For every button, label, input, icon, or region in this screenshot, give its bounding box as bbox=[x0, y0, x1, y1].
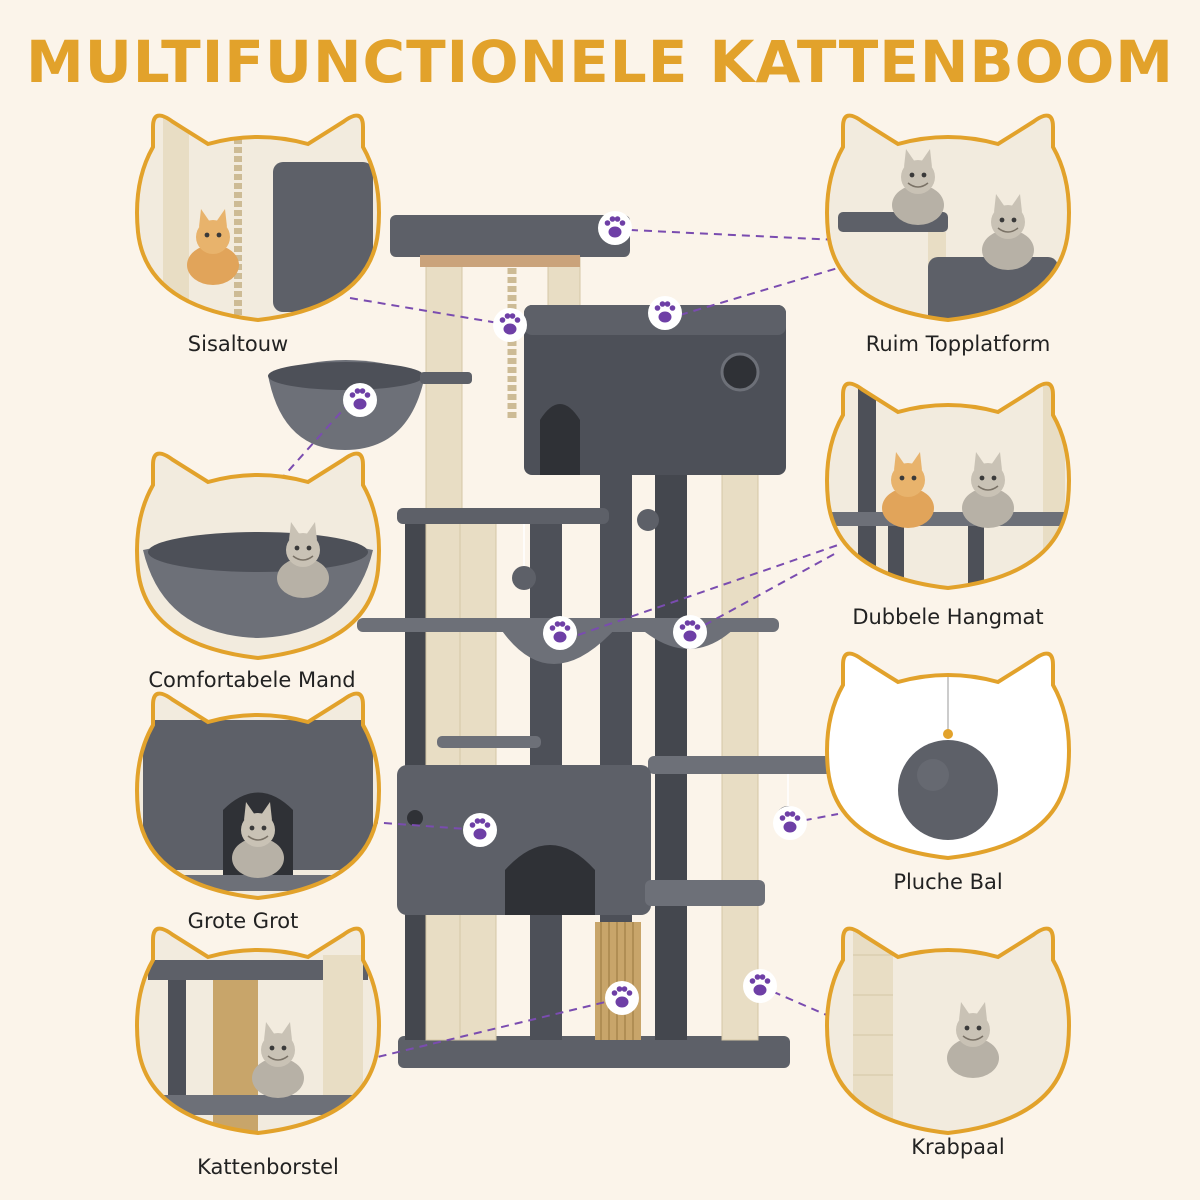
connector-lines bbox=[281, 229, 839, 1061]
hammock-frame bbox=[825, 381, 1071, 590]
top-platform-frame bbox=[825, 113, 1071, 322]
page-title: MULTIFUNCTIONELE KATTENBOOM bbox=[25, 28, 1174, 96]
tree-base bbox=[398, 1036, 790, 1068]
sisal-post bbox=[721, 469, 759, 1041]
top-platform bbox=[390, 215, 630, 257]
paw-icon bbox=[543, 616, 577, 650]
label-dubbele-hangmat: Dubbele Hangmat bbox=[852, 605, 1044, 629]
paw-icon bbox=[463, 813, 497, 847]
tree-post bbox=[655, 470, 687, 1040]
paw-icon bbox=[773, 806, 807, 840]
cave-frame bbox=[135, 691, 381, 900]
label-grote-grot: Grote Grot bbox=[187, 909, 299, 933]
cat-tree bbox=[268, 215, 836, 1068]
rope-frame bbox=[135, 113, 381, 322]
paw-icon bbox=[605, 981, 639, 1015]
cat-brush bbox=[595, 922, 641, 1040]
paw-icon bbox=[598, 211, 632, 245]
label-comfortabele-mand: Comfortabele Mand bbox=[148, 668, 356, 692]
paw-icon bbox=[673, 615, 707, 649]
top-platform-wood bbox=[420, 255, 580, 267]
label-kattenborstel: Kattenborstel bbox=[197, 1155, 339, 1179]
label-sisaltouw: Sisaltouw bbox=[187, 332, 289, 356]
brush-frame bbox=[135, 926, 381, 1135]
label-krabpaal: Krabpaal bbox=[911, 1135, 1005, 1159]
label-ruim-topplatform: Ruim Topplatform bbox=[865, 332, 1051, 356]
upper-condo bbox=[524, 305, 786, 475]
label-pluche-bal: Pluche Bal bbox=[893, 870, 1003, 894]
basket-frame bbox=[135, 451, 381, 660]
paw-icon bbox=[648, 296, 682, 330]
paw-icon bbox=[343, 383, 377, 417]
paw-icon bbox=[493, 308, 527, 342]
paw-icon bbox=[743, 969, 777, 1003]
sisal-post bbox=[425, 249, 463, 1041]
plush-ball-frame bbox=[825, 651, 1071, 860]
middle-platform bbox=[397, 508, 609, 524]
scratching-post-frame bbox=[825, 926, 1071, 1135]
